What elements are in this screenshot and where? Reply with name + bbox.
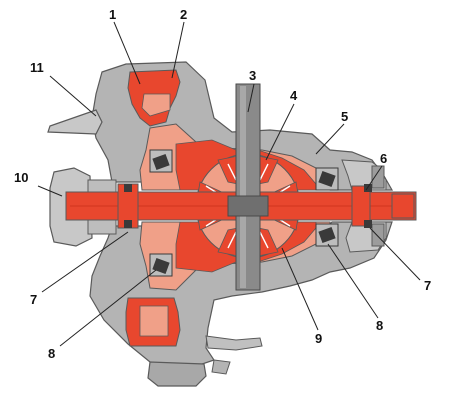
callout-7-right: 7 bbox=[424, 278, 431, 293]
leader-9 bbox=[281, 247, 319, 331]
housing-flange-left bbox=[47, 109, 103, 135]
callout-2: 2 bbox=[180, 7, 187, 22]
drive-gear bbox=[125, 69, 181, 347]
leader-6 bbox=[365, 165, 383, 191]
bearing-drive-upper bbox=[149, 149, 173, 173]
seal-left-lower bbox=[124, 220, 132, 228]
housing-bottom-rib bbox=[205, 335, 263, 351]
bearing-carrier-right-upper bbox=[315, 167, 339, 191]
housing-right-boss-lower bbox=[371, 223, 385, 247]
leader-8a bbox=[59, 269, 157, 347]
callout-labels: 1 2 3 4 5 6 7 7 8 8 9 10 11 bbox=[14, 7, 431, 361]
leader-8b bbox=[327, 243, 379, 319]
callout-10: 10 bbox=[14, 170, 28, 185]
callout-7-left: 7 bbox=[30, 292, 37, 307]
leader-5 bbox=[315, 123, 345, 155]
leader-2 bbox=[171, 21, 185, 79]
housing-bottom-tab bbox=[211, 359, 231, 375]
callout-8-left: 8 bbox=[48, 346, 55, 361]
callout-8-right: 8 bbox=[376, 318, 383, 333]
callout-3: 3 bbox=[249, 68, 256, 83]
leader-10 bbox=[37, 185, 63, 197]
leader-11 bbox=[49, 75, 97, 117]
housing-foot bbox=[147, 361, 207, 387]
cross-shaft bbox=[227, 83, 269, 291]
cross-shaft-highlight bbox=[240, 86, 246, 288]
callout-11: 11 bbox=[30, 60, 44, 75]
callout-1: 1 bbox=[109, 7, 116, 22]
drive-gear-upper-hub bbox=[141, 93, 171, 117]
seal-left-upper bbox=[124, 184, 132, 192]
callout-6: 6 bbox=[380, 151, 387, 166]
seal-right-upper bbox=[364, 184, 372, 192]
seal-right-lower bbox=[364, 220, 372, 228]
shaft-right-splines bbox=[391, 193, 415, 219]
leader-4 bbox=[265, 103, 295, 161]
drive-gear-lower-hub bbox=[139, 305, 169, 337]
callout-9: 9 bbox=[315, 331, 322, 346]
housing-right-boss bbox=[371, 165, 385, 189]
leader-3 bbox=[247, 83, 255, 113]
callout-4: 4 bbox=[290, 88, 298, 103]
bearing-carrier-right-lower bbox=[315, 223, 339, 247]
axle-shafts bbox=[65, 183, 417, 229]
cross-shaft-body bbox=[235, 83, 261, 291]
leader-7b bbox=[369, 227, 421, 281]
callout-5: 5 bbox=[341, 109, 348, 124]
leader-1 bbox=[113, 21, 141, 85]
leader-lines bbox=[37, 21, 421, 347]
leader-7a bbox=[41, 231, 129, 293]
cross-shaft-center-block bbox=[227, 195, 269, 217]
shaft-right-collar bbox=[351, 185, 371, 227]
